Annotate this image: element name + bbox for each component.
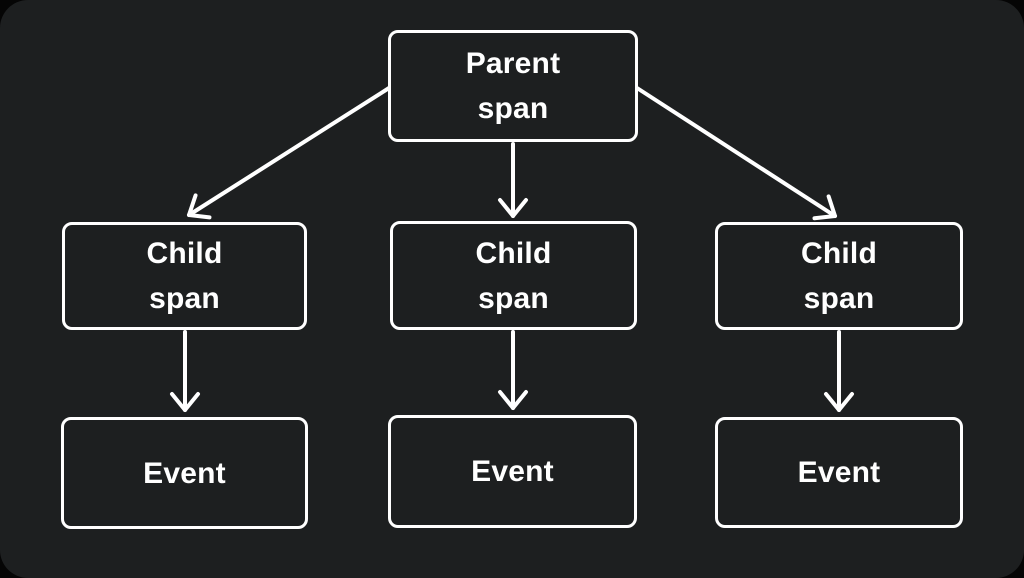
node-child-span-left: Child span <box>62 222 307 330</box>
node-event-right: Event <box>715 417 963 528</box>
node-event-left: Event <box>61 417 308 529</box>
node-event-middle: Event <box>388 415 637 528</box>
arrow-parent-to-child-0 <box>187 86 391 220</box>
node-child-span-left-label: Child span <box>146 237 223 315</box>
node-child-span-middle-label: Child span <box>475 236 552 315</box>
arrow-parent-to-child-2 <box>635 86 837 221</box>
node-event-left-label: Event <box>143 456 226 490</box>
node-parent-span-label: Parent span <box>465 47 561 125</box>
node-event-middle-label: Event <box>471 455 554 488</box>
node-child-span-middle: Child span <box>390 221 637 330</box>
node-child-span-right: Child span <box>715 222 963 330</box>
node-child-span-right-label: Child span <box>801 237 877 315</box>
node-parent-span: Parent span <box>388 30 638 142</box>
node-event-right-label: Event <box>797 456 881 489</box>
